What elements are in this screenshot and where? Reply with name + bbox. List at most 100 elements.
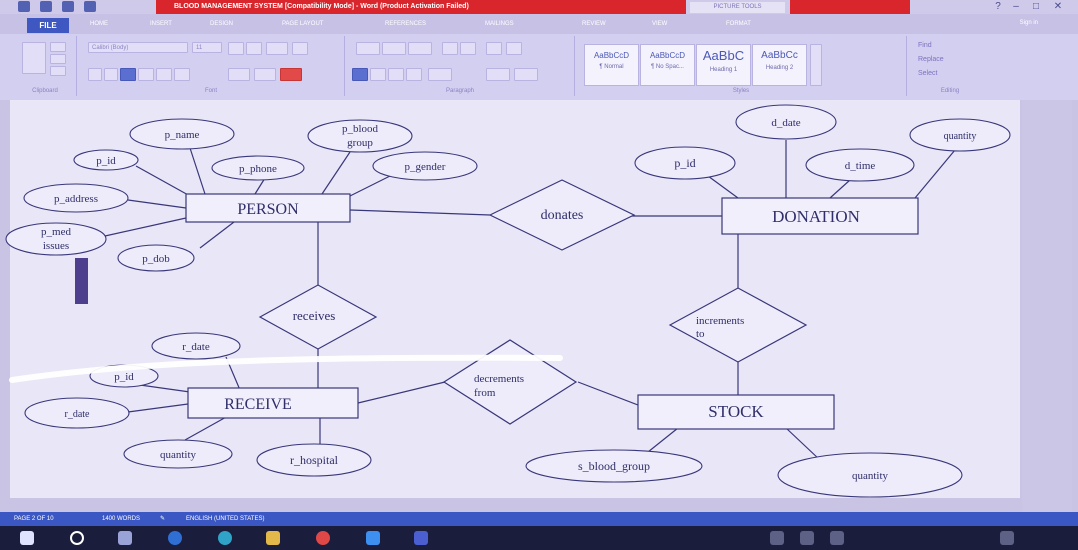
- relationship-increments-to[interactable]: increments to: [668, 287, 808, 363]
- bold-button[interactable]: [88, 68, 102, 81]
- shrink-font-button[interactable]: [246, 42, 262, 55]
- tab-mailings[interactable]: MAILINGS: [485, 21, 514, 27]
- sign-in-link[interactable]: Sign in: [1019, 20, 1038, 26]
- store-icon[interactable]: [366, 531, 380, 545]
- numbering-button[interactable]: [382, 42, 406, 55]
- help-icon[interactable]: ?: [995, 1, 1001, 12]
- entity-donation[interactable]: DONATION: [721, 197, 919, 235]
- style-heading-1[interactable]: AaBbC Heading 1: [696, 44, 751, 86]
- undo-icon[interactable]: [62, 1, 74, 12]
- attribute-r-date-top[interactable]: r_date: [151, 332, 241, 360]
- align-left-button[interactable]: [352, 68, 368, 81]
- italic-button[interactable]: [104, 68, 118, 81]
- shading-button[interactable]: [486, 68, 510, 81]
- show-marks-button[interactable]: [506, 42, 522, 55]
- entity-receive[interactable]: RECEIVE: [187, 387, 359, 419]
- styles-more-button[interactable]: [810, 44, 822, 86]
- attribute-p-med-issues[interactable]: p_med issues: [5, 222, 107, 256]
- attribute-s-blood-group[interactable]: s_blood_group: [525, 449, 703, 483]
- multilevel-list-button[interactable]: [408, 42, 432, 55]
- attribute-donation-quantity[interactable]: quantity: [909, 118, 1011, 152]
- highlight-button[interactable]: [254, 68, 276, 81]
- format-painter-button[interactable]: [50, 66, 66, 76]
- style-normal[interactable]: AaBbCcD ¶ Normal: [584, 44, 639, 86]
- browser-icon[interactable]: [218, 531, 232, 545]
- cut-button[interactable]: [50, 42, 66, 52]
- attribute-d-time[interactable]: d_time: [805, 148, 915, 182]
- attribute-p-blood-group[interactable]: p_blood group: [307, 119, 413, 153]
- attribute-donation-p-id[interactable]: p_id: [634, 146, 736, 180]
- language-indicator[interactable]: ENGLISH (UNITED STATES): [186, 516, 265, 522]
- relationship-decrements-from[interactable]: decrements from: [442, 339, 578, 425]
- network-icon[interactable]: [800, 531, 814, 545]
- tab-design[interactable]: DESIGN: [210, 21, 234, 27]
- change-case-button[interactable]: [266, 42, 288, 55]
- attribute-p-gender[interactable]: p_gender: [372, 151, 478, 181]
- search-icon[interactable]: [70, 531, 84, 545]
- start-icon[interactable]: [20, 531, 34, 545]
- align-right-button[interactable]: [388, 68, 404, 81]
- page-count[interactable]: PAGE 2 OF 10: [14, 516, 54, 522]
- font-name-select[interactable]: Calibri (Body): [88, 42, 188, 53]
- task-view-icon[interactable]: [118, 531, 132, 545]
- tab-review[interactable]: REVIEW: [582, 21, 606, 27]
- close-button[interactable]: ✕: [1053, 1, 1063, 12]
- attribute-stock-quantity[interactable]: quantity: [777, 452, 963, 498]
- justify-button[interactable]: [406, 68, 422, 81]
- style-no-spacing[interactable]: AaBbCcD ¶ No Spac...: [640, 44, 695, 86]
- grow-font-button[interactable]: [228, 42, 244, 55]
- tab-format[interactable]: FORMAT: [726, 21, 751, 27]
- attribute-p-phone[interactable]: p_phone: [211, 155, 305, 181]
- tab-references[interactable]: REFERENCES: [385, 21, 427, 27]
- increase-indent-button[interactable]: [460, 42, 476, 55]
- word-count[interactable]: 1400 WORDS: [102, 516, 141, 522]
- clear-formatting-button[interactable]: [292, 42, 308, 55]
- underline-button[interactable]: [120, 68, 136, 81]
- chrome-icon[interactable]: [316, 531, 330, 545]
- select-button[interactable]: Select: [918, 70, 938, 77]
- tab-home[interactable]: HOME: [90, 21, 108, 27]
- paste-button[interactable]: [22, 42, 46, 74]
- picture-tools-tab[interactable]: PICTURE TOOLS: [690, 2, 785, 13]
- save-icon[interactable]: [40, 1, 52, 12]
- attribute-p-name[interactable]: p_name: [129, 118, 235, 150]
- bullets-button[interactable]: [356, 42, 380, 55]
- align-center-button[interactable]: [370, 68, 386, 81]
- relationship-donates[interactable]: donates: [488, 179, 636, 251]
- volume-icon[interactable]: [830, 531, 844, 545]
- file-explorer-icon[interactable]: [266, 531, 280, 545]
- entity-person[interactable]: PERSON: [185, 193, 351, 223]
- strikethrough-button[interactable]: [138, 68, 154, 81]
- font-size-select[interactable]: 11: [192, 42, 222, 53]
- relationship-receives[interactable]: receives: [258, 284, 378, 350]
- redo-icon[interactable]: [84, 1, 96, 12]
- superscript-button[interactable]: [174, 68, 190, 81]
- attribute-p-address[interactable]: p_address: [23, 183, 129, 213]
- attribute-p-id[interactable]: p_id: [73, 149, 139, 171]
- proofing-icon[interactable]: ✎: [160, 516, 166, 522]
- attribute-p-dob[interactable]: p_dob: [117, 244, 195, 272]
- vertical-scrollbar[interactable]: [1022, 100, 1072, 512]
- copy-button[interactable]: [50, 54, 66, 64]
- restore-button[interactable]: □: [1032, 1, 1040, 12]
- notification-icon[interactable]: [1000, 531, 1014, 545]
- edge-icon[interactable]: [168, 531, 182, 545]
- tab-view[interactable]: VIEW: [652, 21, 668, 27]
- tab-page-layout[interactable]: PAGE LAYOUT: [282, 21, 324, 27]
- style-heading-2[interactable]: AaBbCc Heading 2: [752, 44, 807, 86]
- tab-file[interactable]: FILE: [27, 18, 69, 33]
- find-button[interactable]: Find: [918, 42, 932, 49]
- attribute-r-hospital[interactable]: r_hospital: [256, 443, 372, 477]
- borders-button[interactable]: [514, 68, 538, 81]
- tray-icon[interactable]: [770, 531, 784, 545]
- attribute-d-date[interactable]: d_date: [735, 104, 837, 140]
- minimize-button[interactable]: –: [1013, 1, 1019, 12]
- font-color-button[interactable]: [280, 68, 302, 81]
- entity-stock[interactable]: STOCK: [637, 394, 835, 430]
- line-spacing-button[interactable]: [428, 68, 452, 81]
- tab-insert[interactable]: INSERT: [150, 21, 172, 27]
- sort-button[interactable]: [486, 42, 502, 55]
- subscript-button[interactable]: [156, 68, 172, 81]
- decrease-indent-button[interactable]: [442, 42, 458, 55]
- word-taskbar-icon[interactable]: [414, 531, 428, 545]
